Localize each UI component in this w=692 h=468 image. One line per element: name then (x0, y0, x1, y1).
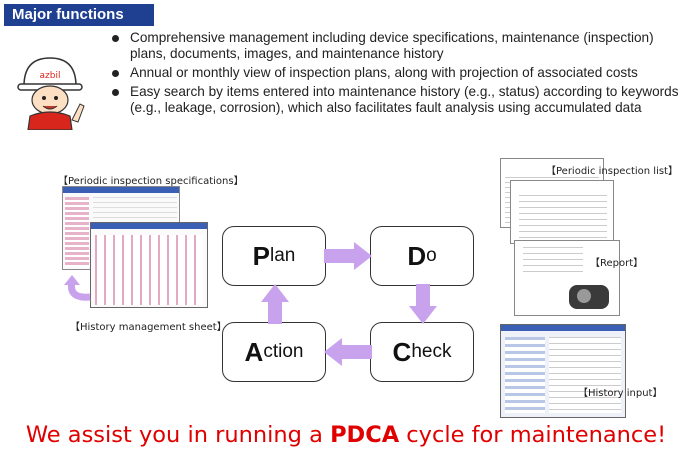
tagline: We assist you in running a PDCA cycle fo… (0, 422, 692, 448)
feature-list: Comprehensive management including devic… (108, 30, 686, 119)
feature-text: Annual or monthly view of inspection pla… (130, 65, 638, 80)
mascot-worker-icon: azbil (17, 57, 85, 130)
bullet-icon (112, 89, 119, 96)
list-item: Easy search by items entered into mainte… (108, 84, 686, 116)
arrow-left-icon (324, 338, 372, 366)
caption-periodic-spec: 【Periodic inspection specifications】 (58, 176, 244, 187)
plan-rest: lan (269, 245, 296, 266)
bullet-icon (112, 70, 119, 77)
do-initial: D (407, 240, 427, 271)
bullet-icon (112, 35, 119, 42)
do-rest: o (426, 245, 437, 266)
report-page-screenshot (510, 180, 614, 244)
check-rest: heck (411, 341, 452, 362)
arrow-down-icon (409, 284, 437, 324)
list-item: Comprehensive management including devic… (108, 30, 686, 62)
tagline-before: We assist you in running a (25, 422, 331, 448)
arrow-up-icon (261, 284, 289, 324)
list-item: Annual or monthly view of inspection pla… (108, 65, 686, 81)
action-initial: A (244, 336, 264, 367)
curved-arrow-icon (64, 275, 91, 301)
caption-history-input: 【History input】 (578, 388, 663, 399)
feature-text: Easy search by items entered into mainte… (130, 84, 679, 115)
caption-periodic-list: 【Periodic inspection list】 (546, 166, 678, 177)
tagline-emphasis: PDCA (330, 422, 400, 448)
caption-history-sheet: 【History management sheet】 (70, 322, 227, 333)
caption-report: 【Report】 (590, 258, 644, 269)
arrow-right-icon (324, 242, 372, 270)
action-rest: ction (263, 341, 304, 362)
tagline-after: cycle for maintenance! (399, 422, 667, 448)
report-photo-screenshot (514, 240, 620, 316)
plan-initial: P (252, 240, 270, 271)
section-title: Major functions (4, 4, 154, 26)
feature-text: Comprehensive management including devic… (130, 30, 654, 61)
check-initial: C (392, 336, 412, 367)
helmet-badge: azbil (40, 71, 61, 81)
history-sheet-screenshot (90, 222, 208, 308)
history-input-screenshot (500, 324, 626, 418)
